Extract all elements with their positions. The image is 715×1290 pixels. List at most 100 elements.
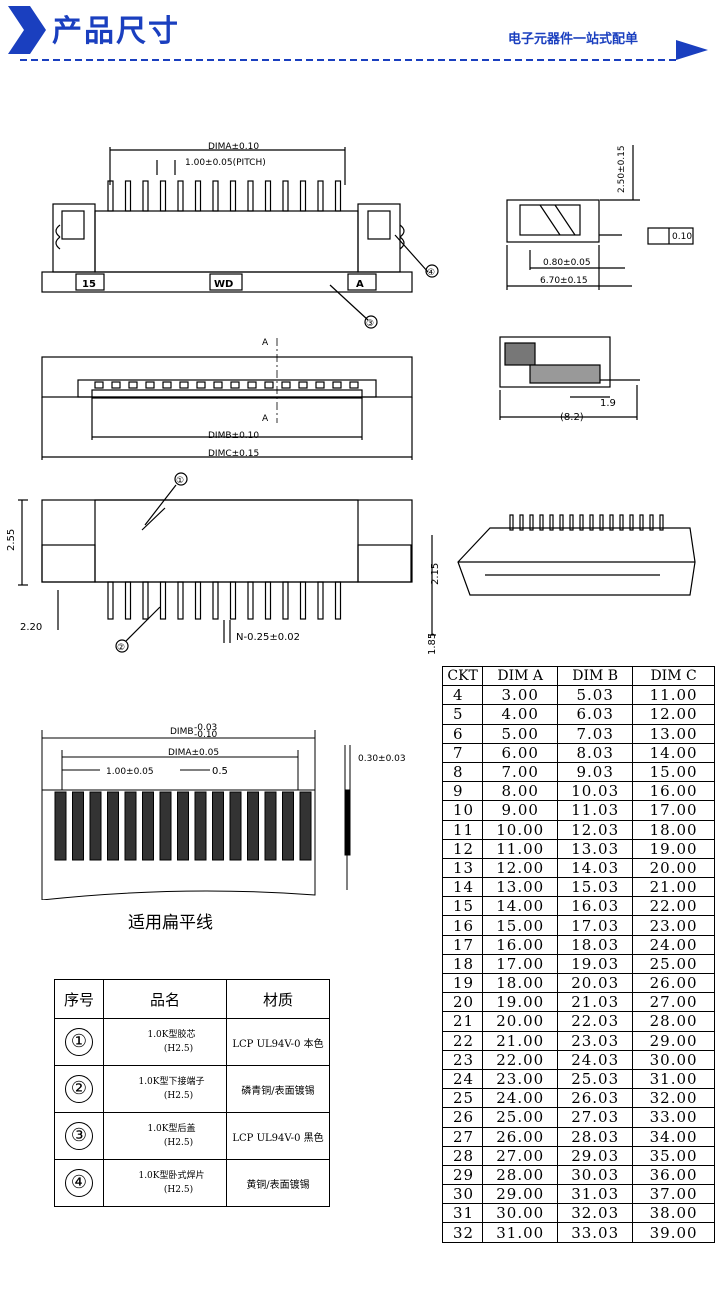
iso-pin (569, 514, 574, 531)
table-cell-b: 31.03 (557, 1184, 634, 1205)
iso-pin (549, 514, 554, 531)
table-cell-a: 22.00 (482, 1049, 559, 1070)
top-pin (299, 180, 307, 212)
table-cell-a: 26.00 (482, 1126, 559, 1147)
table-cell-ckt: 19 (441, 972, 484, 994)
table-cell-b: 9.03 (557, 761, 634, 783)
materials-name-cell: 1.0K型胶芯(H2.5) (103, 1018, 227, 1066)
table-cell-b: 25.03 (557, 1068, 634, 1090)
ffc-dim-b-tol-top: -0.03 (194, 723, 217, 733)
table-cell-ckt: 29 (441, 1164, 484, 1186)
table-cell-c: 16.00 (632, 781, 715, 802)
table-cell-c: 18.00 (632, 819, 715, 840)
top-pin (194, 180, 202, 212)
header-graphic (8, 6, 708, 61)
iso-pin (649, 514, 654, 531)
label-flatness: 0.10 (672, 232, 692, 242)
label-2-20: 2.20 (20, 622, 42, 633)
ffc-strip (107, 791, 119, 861)
table-cell-b: 30.03 (557, 1164, 634, 1186)
table-cell-a: 31.00 (482, 1222, 559, 1243)
table-cell-a: 6.00 (482, 742, 559, 763)
table-cell-a: 28.00 (482, 1164, 559, 1186)
table-cell-c: 38.00 (632, 1203, 715, 1224)
top-view-drawing (41, 147, 439, 329)
iso-pin (529, 514, 534, 531)
label-height: 2.50±0.15 (617, 145, 627, 193)
ffc-strip (247, 791, 259, 861)
label-2-15: 2.15 (430, 563, 441, 585)
materials-name: 1.0K型卧式焊片 (138, 1171, 205, 1181)
top-pin (264, 180, 272, 212)
iso-view-drawing (457, 514, 696, 596)
header-dim-c: DIM C (632, 665, 715, 687)
table-cell-c: 34.00 (632, 1126, 715, 1147)
table-cell-a: 24.00 (482, 1088, 559, 1109)
materials-no: ② (65, 1075, 93, 1103)
front-pin (349, 381, 359, 389)
table-header-row: CKT DIM A DIM B DIM C (441, 665, 715, 687)
table-cell-ckt: 32 (441, 1222, 484, 1243)
materials-sub: (H2.5) (163, 1091, 194, 1101)
label-1-85: 1.85 (427, 633, 438, 655)
table-cell-ckt: 8 (441, 761, 484, 783)
table-cell-b: 7.03 (557, 723, 634, 744)
label-mark-wd: WD (214, 279, 233, 290)
table-cell-a: 21.00 (482, 1030, 559, 1051)
table-cell-a: 20.00 (482, 1011, 559, 1032)
table-cell-a: 23.00 (482, 1068, 559, 1090)
label-pin-size: 0.80±0.05 (543, 258, 591, 268)
label-dim-c: DIMC±0.15 (208, 449, 259, 459)
table-cell-a: 11.00 (482, 838, 559, 859)
front-pin (162, 381, 172, 389)
iso-pin (619, 514, 624, 531)
table-cell-ckt: 31 (441, 1203, 484, 1224)
table-cell-b: 16.03 (557, 896, 634, 917)
header-dim-a: DIM A (482, 665, 559, 687)
table-cell-c: 14.00 (632, 742, 715, 763)
materials-no: ① (65, 1028, 93, 1056)
iso-pin (639, 514, 644, 531)
bottom-pin (264, 581, 272, 620)
table-cell-b: 17.03 (557, 915, 634, 936)
callout-2: ② (117, 643, 125, 653)
front-pin (111, 381, 121, 389)
table-cell-ckt: 13 (441, 857, 484, 879)
table-cell-ckt: 23 (441, 1049, 484, 1070)
callout-1: ① (176, 476, 184, 486)
top-pin (317, 180, 324, 212)
table-cell-c: 36.00 (632, 1164, 715, 1186)
table-cell-c: 33.00 (632, 1107, 715, 1128)
table-cell-b: 26.03 (557, 1088, 634, 1109)
label-2-55: 2.55 (6, 529, 17, 551)
table-cell-c: 35.00 (632, 1145, 715, 1166)
header-arrow-icon (676, 40, 708, 60)
table-cell-a: 27.00 (482, 1145, 559, 1166)
table-cell-b: 32.03 (557, 1203, 634, 1224)
table-cell-ckt: 28 (441, 1145, 484, 1166)
table-cell-b: 10.03 (557, 781, 634, 802)
table-cell-c: 27.00 (632, 992, 715, 1013)
table-cell-b: 23.03 (557, 1030, 634, 1051)
table-cell-b: 14.03 (557, 857, 634, 879)
table-cell-b: 29.03 (557, 1145, 634, 1166)
top-pin (177, 180, 184, 212)
materials-name-cell: 1.0K型卧式焊片(H2.5) (103, 1159, 227, 1207)
iso-pin (579, 514, 584, 531)
table-cell-a: 8.00 (482, 781, 559, 802)
table-cell-c: 12.00 (632, 704, 715, 725)
iso-pin (559, 514, 564, 531)
table-cell-ckt: 5 (441, 704, 484, 725)
materials-name: 1.0K型胶芯 (147, 1030, 196, 1040)
